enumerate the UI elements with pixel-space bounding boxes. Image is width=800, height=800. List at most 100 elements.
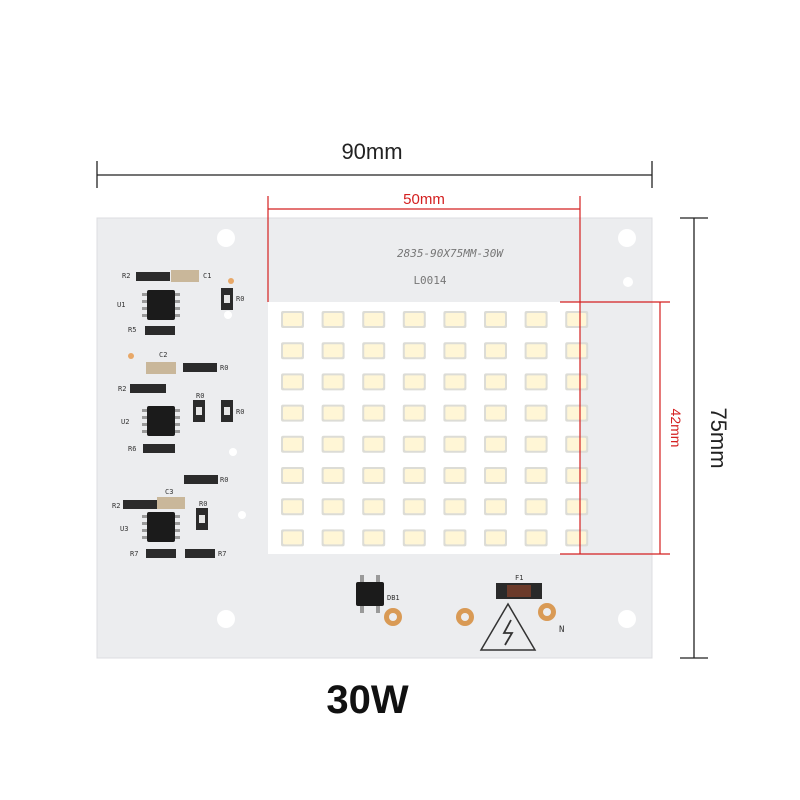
led-emitter [567,469,587,482]
led-emitter [445,313,465,326]
led-emitter [364,313,384,326]
led-emitter [323,313,343,326]
led-dimension-width [267,196,581,554]
led-emitter [486,500,505,514]
led-emitter [526,406,546,420]
led-emitter [567,406,587,420]
led-emitter [404,344,424,358]
led-emitter [486,437,505,451]
silk-label: R0 [236,408,244,416]
led-width-label: 50mm [403,191,445,208]
led-emitter [486,406,505,420]
led-emitter [323,344,343,358]
silk-label: C1 [203,272,211,280]
led-emitter [283,500,302,514]
led-emitter [404,500,424,514]
led-emitter [404,437,424,451]
width-label: 90mm [341,139,402,164]
ic-chip [147,290,175,320]
led-emitter [364,531,384,545]
board-code-text: L0014 [413,274,446,287]
mounting-hole [217,610,235,628]
led-panel [268,302,580,554]
mounting-hole [618,229,636,247]
led-emitter [486,313,505,326]
led-emitter [323,500,343,514]
led-emitter [323,437,343,451]
silk-label: R7 [130,550,138,558]
silk-label: R0 [236,295,244,303]
silk-label: U2 [121,418,129,426]
silk-label: R5 [128,326,136,334]
led-emitter [404,313,424,326]
led-emitter [567,531,587,545]
smd-components [123,270,233,558]
silk-label: R0 [220,364,228,372]
led-emitter [526,437,546,451]
led-height-label: 42mm [668,409,684,448]
led-emitter [526,344,546,358]
led-emitter [364,344,384,358]
led-emitter [526,469,546,482]
led-emitter [445,469,465,482]
silk-label: N [559,625,564,635]
led-emitter [486,344,505,358]
led-emitter [567,437,587,451]
dimension-line-width [96,161,653,188]
led-emitter [283,313,302,326]
led-emitter [486,375,505,389]
led-emitter [567,500,587,514]
power-label: 30W [326,678,409,722]
led-emitter [486,531,505,545]
silk-label: R7 [218,550,226,558]
led-emitter [323,469,343,482]
mounting-hole [618,610,636,628]
led-emitter [404,375,424,389]
led-emitter [323,531,343,545]
ic-chip [147,512,175,542]
led-emitter [283,406,302,420]
led-emitter [567,375,587,389]
bridge-rectifier [356,582,384,606]
high-voltage-warning-icon [479,602,537,651]
led-emitter [445,375,465,389]
led-emitter [364,375,384,389]
led-dimension-height [560,301,670,555]
height-label: 75mm [706,407,731,468]
led-emitter [567,344,587,358]
led-emitter [486,469,505,482]
board-model-text: 2835-90X75MM-30W [397,247,504,260]
led-emitter [445,437,465,451]
silk-label: DB1 [387,594,400,602]
silk-label: F1 [515,574,523,582]
led-emitter [445,531,465,545]
led-emitter [364,500,384,514]
ic-chip [147,406,175,436]
led-emitter [445,500,465,514]
led-emitter [404,531,424,545]
led-emitter [323,406,343,420]
led-emitter [283,437,302,451]
mounting-hole [217,229,235,247]
silk-label: R0 [220,476,228,484]
led-emitter [526,500,546,514]
silk-label: R0 [196,392,204,400]
led-emitter [283,469,302,482]
led-emitter [567,313,587,326]
led-emitter [404,406,424,420]
silk-label: U1 [117,301,125,309]
silk-label: C2 [159,351,167,359]
led-emitter [404,469,424,482]
led-emitter [323,375,343,389]
silk-label: R6 [128,445,136,453]
led-emitter [526,375,546,389]
silk-label: U3 [120,525,128,533]
silk-label: R2 [122,272,130,280]
silk-label: C3 [165,488,173,496]
led-emitter [526,313,546,326]
silk-label: R2 [112,502,120,510]
led-emitter [364,437,384,451]
led-emitter [364,406,384,420]
dimension-line-height [680,217,708,659]
